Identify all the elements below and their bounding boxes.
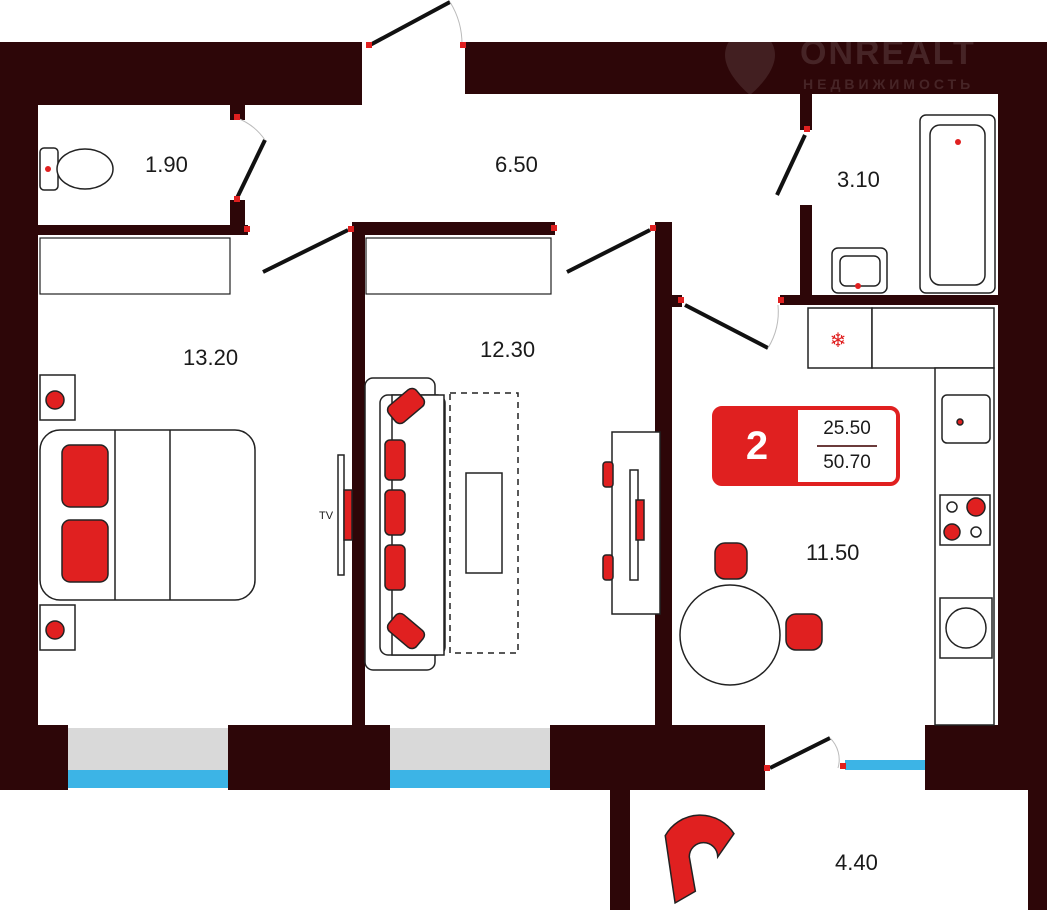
sink-icon [831,247,888,294]
logo-icon [725,30,775,95]
wardrobes [39,237,552,295]
divider [817,445,877,447]
door-markers [234,42,846,771]
room-area-balcony: 4.40 [835,850,878,875]
doors [235,0,831,770]
fridge-icon: ❄ [830,330,847,352]
room-area-kitchen: 11.50 [806,540,860,565]
tv-icon [337,454,353,576]
bed-icon [39,374,256,651]
walls [0,42,1047,910]
room-area-bath: 3.10 [837,167,880,192]
logo-brand: ONREALT [800,34,976,72]
living-area: 25.50 [823,418,871,439]
sofa-icon [364,377,519,671]
apartment-badge: 2 25.50 50.70 [712,406,900,486]
dining-table-icon [679,542,823,686]
kitchen-counter: ❄ [807,307,995,726]
total-area: 50.70 [823,452,871,473]
room-area-hall: 6.50 [495,152,538,177]
desk-icon [602,431,661,615]
windows [68,728,925,788]
room-count: 2 [716,410,798,482]
room-area-wc: 1.90 [145,152,188,177]
logo-subtitle: НЕДВИЖИМОСТЬ [803,76,975,92]
tv-label: TV [319,510,334,522]
room-area-living: 12.30 [480,337,536,362]
toilet-icon [39,147,114,191]
room-area-bedroom: 13.20 [183,345,239,370]
bathtub-icon [919,114,996,294]
armchair-icon [664,814,735,905]
